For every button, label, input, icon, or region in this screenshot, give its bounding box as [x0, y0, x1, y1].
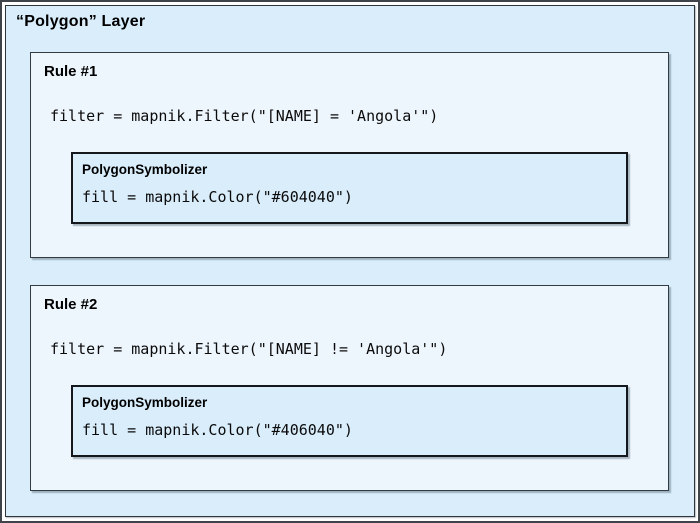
rule-2-box: Rule #2 filter = mapnik.Filter("[NAME] !…	[30, 285, 669, 491]
polygon-layer-box: “Polygon” Layer Rule #1 filter = mapnik.…	[5, 5, 695, 517]
rule-2-polygon-symbolizer-box: PolygonSymbolizer fill = mapnik.Color("#…	[71, 385, 628, 457]
rule-1-filter-code: filter = mapnik.Filter("[NAME] = 'Angola…	[50, 107, 439, 125]
rule-2-symbolizer-title: PolygonSymbolizer	[82, 395, 208, 410]
rule-1-title: Rule #1	[44, 63, 98, 80]
rule-1-symbolizer-title: PolygonSymbolizer	[82, 162, 208, 177]
layer-title: “Polygon” Layer	[16, 13, 146, 30]
rule-1-box: Rule #1 filter = mapnik.Filter("[NAME] =…	[30, 52, 669, 258]
rule-2-title: Rule #2	[44, 296, 98, 313]
rule-2-symbolizer-code: fill = mapnik.Color("#406040")	[82, 421, 353, 439]
rule-1-polygon-symbolizer-box: PolygonSymbolizer fill = mapnik.Color("#…	[71, 152, 628, 224]
rule-1-symbolizer-code: fill = mapnik.Color("#604040")	[82, 188, 353, 206]
rule-2-filter-code: filter = mapnik.Filter("[NAME] != 'Angol…	[50, 340, 448, 358]
